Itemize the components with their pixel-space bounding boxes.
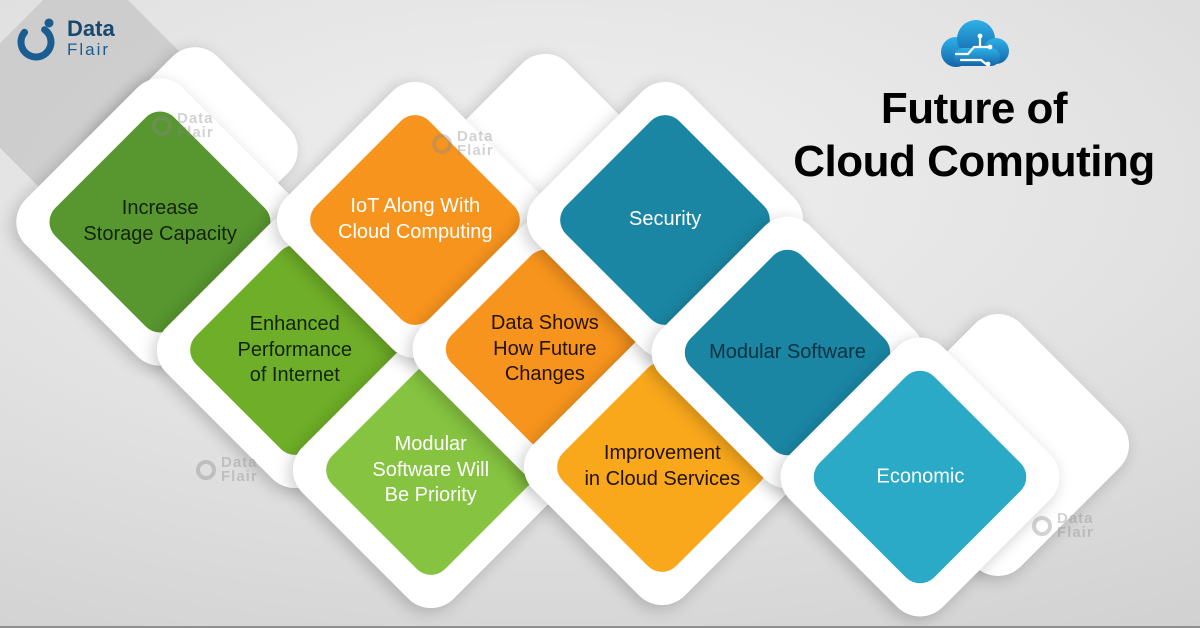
watermark-word-bottom: Flair	[1057, 524, 1094, 542]
tile-label: Security	[628, 208, 702, 231]
tile-label: Increase Storage Capacity	[83, 197, 237, 245]
dataflair-watermark: Data Flair	[196, 454, 258, 486]
watermark-word-top: Data	[221, 454, 258, 471]
dataflair-watermark: Data Flair	[1032, 510, 1094, 542]
dataflair-watermark-text: Data Flair	[177, 110, 214, 142]
title-line1: Future of	[880, 84, 1068, 133]
tile-label: Economic	[876, 465, 964, 488]
watermark-word-top: Data	[1057, 510, 1094, 527]
dataflair-logo-icon	[17, 18, 55, 61]
logo-word-flair: Flair	[67, 40, 111, 59]
logo-word-data: Data	[67, 16, 115, 41]
dataflair-watermark-text: Data Flair	[457, 128, 494, 160]
dataflair-watermark: Data Flair	[152, 110, 214, 142]
dataflair-watermark-icon	[152, 116, 172, 137]
tile-label: IoT Along With Cloud Computing	[337, 195, 493, 243]
dataflair-logo-text: Data Flair	[67, 18, 115, 60]
cloud-circuit-icon	[941, 20, 1009, 67]
page-title: Future of Cloud Computing	[754, 83, 1194, 189]
dataflair-watermark-text: Data Flair	[1057, 510, 1094, 542]
watermark-word-bottom: Flair	[221, 468, 258, 486]
dataflair-watermark-icon	[1032, 516, 1052, 537]
dataflair-logo: Data Flair	[14, 16, 115, 62]
dataflair-watermark: Data Flair	[432, 128, 494, 160]
watermark-word-top: Data	[177, 110, 214, 127]
watermark-word-bottom: Flair	[457, 142, 494, 160]
dataflair-watermark-icon	[196, 460, 216, 481]
dataflair-watermark-text: Data Flair	[221, 454, 258, 486]
dataflair-watermark-icon	[432, 134, 452, 155]
watermark-word-top: Data	[457, 128, 494, 145]
tile-label: Modular Software	[708, 340, 866, 363]
watermark-word-bottom: Flair	[177, 124, 214, 142]
title-line2: Cloud Computing	[793, 136, 1155, 186]
header: Future of Cloud Computing	[754, 12, 1194, 189]
